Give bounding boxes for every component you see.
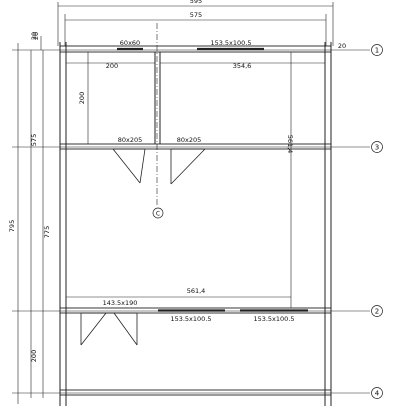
window-60x60: 60x60 xyxy=(117,39,143,51)
center-axis: C xyxy=(152,23,164,219)
dim-inner-775: 775 xyxy=(43,226,51,238)
door-label-d3: 143.5x190 xyxy=(103,299,138,307)
door-label-d2: 80x205 xyxy=(177,136,202,144)
window-label-w3: 153.5x100.5 xyxy=(170,315,211,323)
window-label-w2: 153.5x100.5 xyxy=(210,39,251,47)
lower-dimension: 561,4 xyxy=(66,287,291,298)
window-153x100-bottom-right: 153.5x100.5 xyxy=(240,309,308,323)
dim-left-top-20: 20 xyxy=(32,32,40,40)
dim-bay-left-200: 200 xyxy=(106,62,118,70)
dim-width-bottom-561: 561,4 xyxy=(187,287,206,295)
axis-3: 3 xyxy=(12,141,383,153)
axis-label-4: 4 xyxy=(375,390,380,398)
dim-lower-200: 200 xyxy=(30,350,38,362)
dim-top-left-20: 20 xyxy=(30,32,38,40)
dim-bay-right-354: 354,6 xyxy=(233,62,252,70)
dim-overall-inner: 575 xyxy=(190,11,202,19)
dim-top-right-20: 20 xyxy=(338,42,346,50)
dim-upper-575: 575 xyxy=(30,134,38,146)
axis-4: 4 xyxy=(12,387,383,399)
axis-label-3: 3 xyxy=(375,144,379,152)
dim-total-795: 795 xyxy=(8,220,16,232)
door-143x190: 143.5x190 xyxy=(80,299,138,346)
door-80x205-left: 80x205 xyxy=(112,136,146,184)
top-dimensions: 595 575 xyxy=(57,0,334,46)
dim-room-depth-200: 200 xyxy=(78,92,86,104)
door-80x205-right: 80x205 xyxy=(170,136,206,185)
window-label-w4: 153.5x100.5 xyxy=(253,315,294,323)
door-label-d1: 80x205 xyxy=(118,136,143,144)
building-walls xyxy=(59,42,332,406)
center-marker-label: C xyxy=(156,211,160,218)
axis-label-1: 1 xyxy=(375,47,379,55)
axis-1: 1 xyxy=(12,44,383,56)
axis-label-2: 2 xyxy=(375,308,379,316)
dim-overall-outer: 595 xyxy=(190,0,202,5)
left-dimensions: 20 575 795 775 200 20 xyxy=(8,32,51,404)
upper-dimensions: 200 354,6 200 561,4 xyxy=(66,52,325,153)
window-label-w1: 60x60 xyxy=(120,39,140,47)
window-153x100-top: 153.5x100.5 xyxy=(197,39,264,51)
dim-span-right-561: 561,4 xyxy=(286,135,294,154)
window-153x100-bottom-left: 153.5x100.5 xyxy=(158,309,225,323)
